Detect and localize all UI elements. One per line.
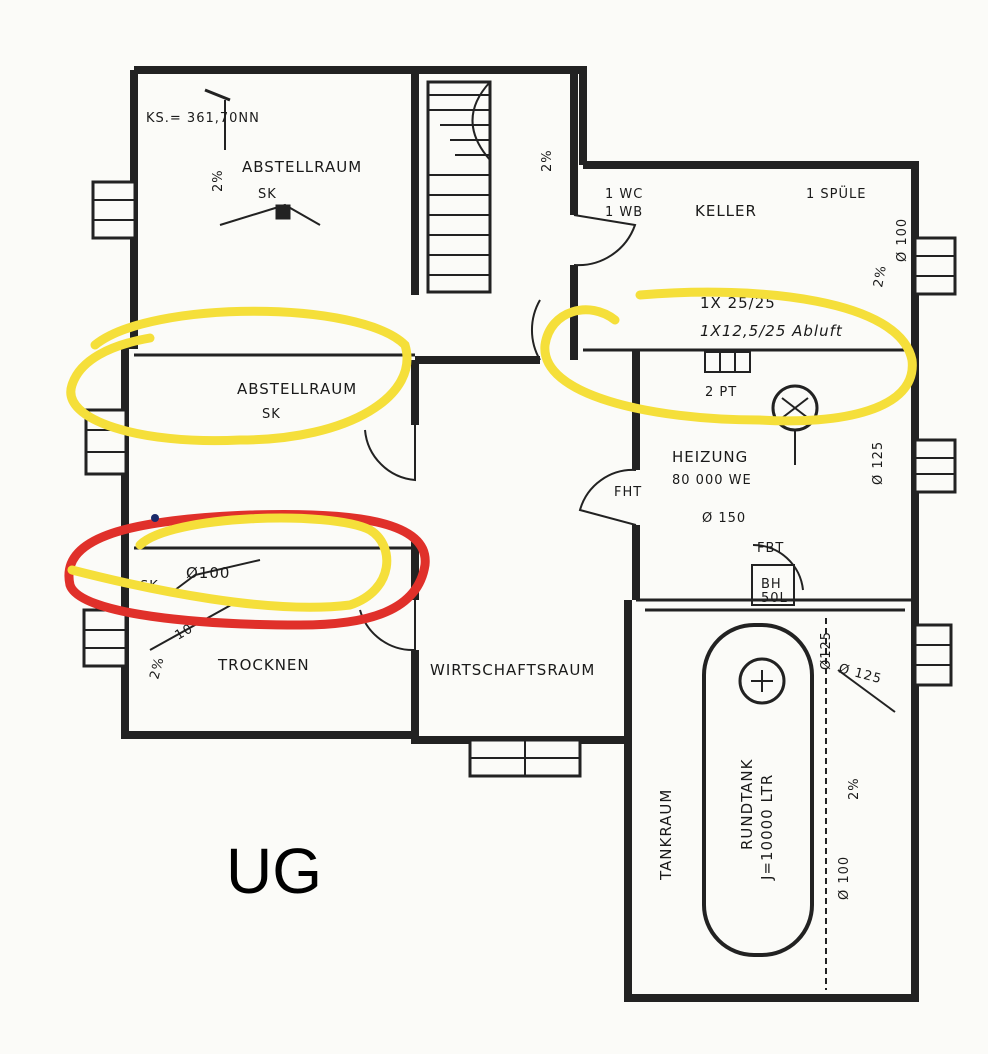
yellow-highlight-lower-left [67,513,392,612]
slope-label-keller: 2% [871,264,890,289]
duct-label-2: 1X12,5/25 Abluft [700,322,843,340]
staircase [426,80,492,294]
pipe-label-keller: Ø 100 [895,218,910,262]
yellow-highlight-left [66,306,412,446]
tank-name-label: RUNDTANK [738,758,756,850]
pt-label: 2 PT [705,385,737,400]
red-highlight-lower-left [64,509,430,630]
pipe-label-tank-vertical: Ø125 [819,631,834,670]
pipe-label-150: Ø 150 [702,511,746,526]
room-label-heizung: HEIZUNG [672,448,748,466]
slope-label-trocknen-a: 2% [147,655,167,681]
spuele-label: 1 SPÜLE [806,185,866,202]
sk-label-mid: SK [262,407,281,422]
inner-walls [134,70,915,735]
room-label-abstellraum-mid: ABSTELLRAUM [237,380,357,398]
wb-label: 1 WB [605,205,643,220]
fbt-label: FBT [757,541,784,556]
slope-label-stair: 2% [540,149,555,172]
floor-level-label: UG [226,835,322,907]
heizung-power-label: 80 000 WE [672,473,752,488]
pen-dot [151,514,159,522]
bh-label: BH [761,577,782,592]
tank-capacity-label: J=10000 LTR [758,774,776,881]
level-annotation: KS.= 361,70NN [146,111,260,126]
sk-label-top: SK [258,187,277,202]
highlight-markers [64,287,917,630]
doors [359,214,804,652]
slope-label-tank: 2% [847,777,862,800]
room-label-keller: KELLER [695,202,757,220]
annotations: KS.= 361,70NN SK SK SK Ø100 2% 10 2% 2% … [140,111,910,900]
fixtures [149,88,896,990]
yellow-highlight-right [540,287,917,426]
room-label-trocknen: TROCKNEN [217,656,310,674]
pipe-label-tank: Ø 100 [837,856,852,900]
duct-label-1: 1X 25/25 [700,294,776,312]
slope-label-abst: 2% [211,169,226,192]
room-label-tankraum: TANKRAUM [657,789,675,881]
room-labels: ABSTELLRAUM ABSTELLRAUM TROCKNEN WIRTSCH… [217,158,757,881]
pipe-label-trocknen: Ø100 [186,564,230,582]
fht-label: FHT [614,485,642,500]
room-label-wirtschaftsraum: WIRTSCHAFTSRAUM [430,661,595,679]
bh-capacity-label: 50L [761,591,788,606]
wc-label: 1 WC [605,187,643,202]
room-label-abstellraum-top: ABSTELLRAUM [242,158,362,176]
pipe-label-heizung: Ø 125 [871,441,886,485]
